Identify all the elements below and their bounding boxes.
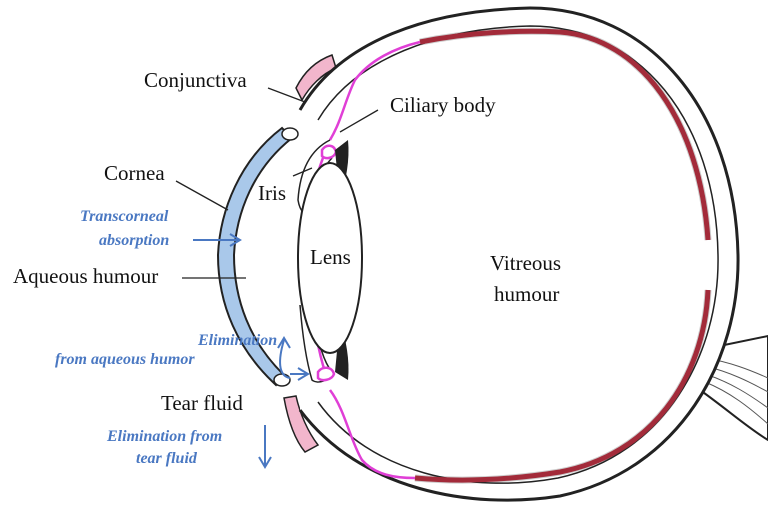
ciliary-lower bbox=[318, 368, 334, 380]
cornea-label: Cornea bbox=[104, 161, 165, 185]
elim-tear-note-line2: tear fluid bbox=[136, 450, 198, 467]
tear-fluid-label: Tear fluid bbox=[161, 391, 243, 415]
limbus-lower bbox=[274, 374, 290, 386]
elim-aqueous-note-line2: from aqueous humor bbox=[55, 351, 195, 368]
ciliary-body-label: Ciliary body bbox=[390, 93, 496, 117]
ciliary-upper bbox=[322, 146, 336, 158]
vitreous-label-line1: Vitreous bbox=[490, 251, 561, 275]
elim-aqueous-note-line1: Elimination bbox=[197, 332, 277, 349]
limbus-upper bbox=[282, 128, 298, 140]
iris-label: Iris bbox=[258, 181, 286, 205]
elim-tear-note-line1: Elimination from bbox=[106, 428, 222, 445]
lens-label: Lens bbox=[310, 245, 351, 269]
transcorneal-note-line2: absorption bbox=[99, 232, 169, 249]
aqueous-humour-label: Aqueous humour bbox=[13, 264, 158, 288]
transcorneal-note-line1: Transcorneal bbox=[80, 208, 169, 225]
vitreous-label-line2: humour bbox=[494, 282, 559, 306]
conjunctiva-label: Conjunctiva bbox=[144, 68, 247, 92]
